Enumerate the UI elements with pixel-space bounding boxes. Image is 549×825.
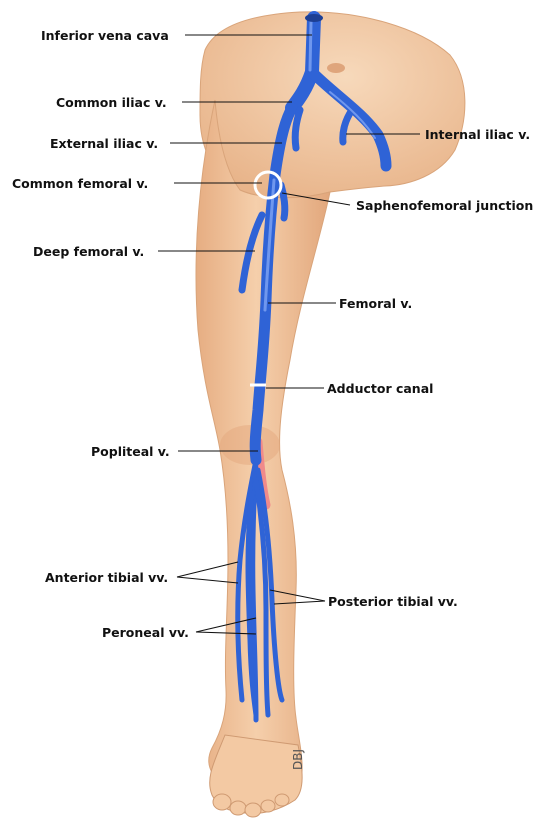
- label-femoral: Femoral v.: [339, 296, 412, 311]
- label-popliteal: Popliteal v.: [91, 444, 170, 459]
- label-common-iliac: Common iliac v.: [56, 95, 167, 110]
- label-saphenofemoral-junction: Saphenofemoral junction: [356, 198, 533, 213]
- label-inferior-vena-cava: Inferior vena cava: [41, 28, 169, 43]
- artist-signature: DBJ: [291, 749, 305, 770]
- label-external-iliac: External iliac v.: [50, 136, 158, 151]
- label-common-femoral: Common femoral v.: [12, 176, 148, 191]
- navel: [327, 63, 345, 73]
- label-peroneal: Peroneal vv.: [102, 625, 189, 640]
- label-anterior-tibial: Anterior tibial vv.: [45, 570, 168, 585]
- label-internal-iliac: Internal iliac v.: [425, 127, 530, 142]
- label-deep-femoral: Deep femoral v.: [33, 244, 144, 259]
- ivc-opening: [305, 14, 323, 22]
- pelvis-skin: [200, 12, 465, 198]
- label-adductor-canal: Adductor canal: [327, 381, 433, 396]
- label-posterior-tibial: Posterior tibial vv.: [328, 594, 458, 609]
